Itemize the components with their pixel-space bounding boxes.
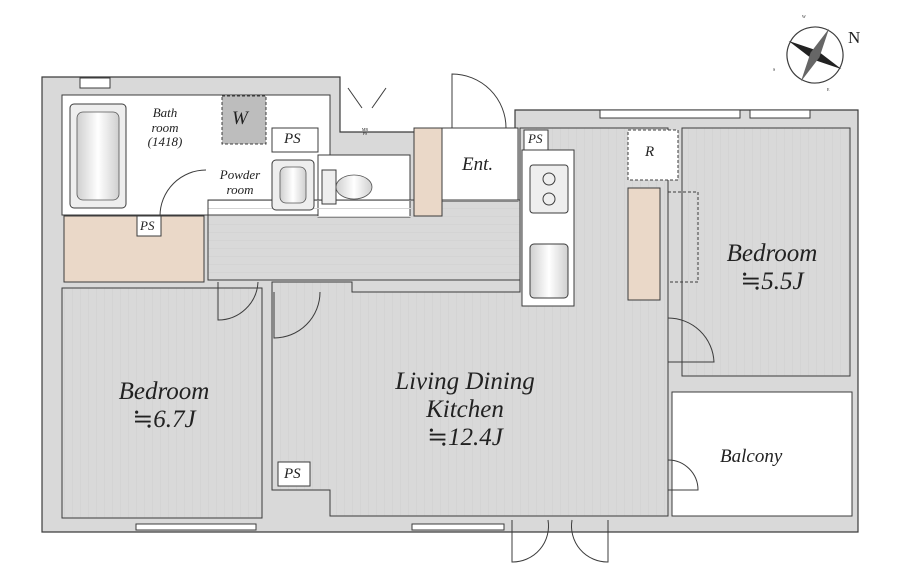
- kitchen-counter: [521, 149, 575, 307]
- compass-north-label: N: [848, 28, 861, 47]
- pipe-space-label: PS: [284, 131, 301, 147]
- pipe-space-label: PS: [284, 466, 301, 482]
- pipe-space-label: PS: [528, 131, 543, 146]
- right-bedroom-label: Bedroom≒5.5J: [726, 240, 818, 295]
- refrigerator-space: [627, 129, 679, 181]
- washer-label: W: [232, 108, 248, 129]
- compass-rose-icon: [786, 26, 844, 84]
- entrance-label: Ent.: [462, 154, 494, 175]
- pipe-space-label: PS: [140, 218, 155, 233]
- toilet: [321, 169, 373, 205]
- balcony-label: Balcony: [720, 446, 783, 467]
- refrigerator-label: R: [645, 144, 655, 160]
- compass-south-label: S: [773, 67, 776, 72]
- bathtub: [69, 103, 127, 209]
- washbasin: [271, 159, 315, 211]
- doors: [159, 73, 715, 563]
- windows: [79, 77, 811, 531]
- compass-east-label: E: [827, 87, 830, 92]
- left-bedroom-label: Bedroom≒6.7J: [118, 378, 210, 433]
- compass-west-label: W: [802, 14, 806, 19]
- storage-areas: [63, 95, 699, 301]
- pipe-space-boxes: [136, 127, 549, 487]
